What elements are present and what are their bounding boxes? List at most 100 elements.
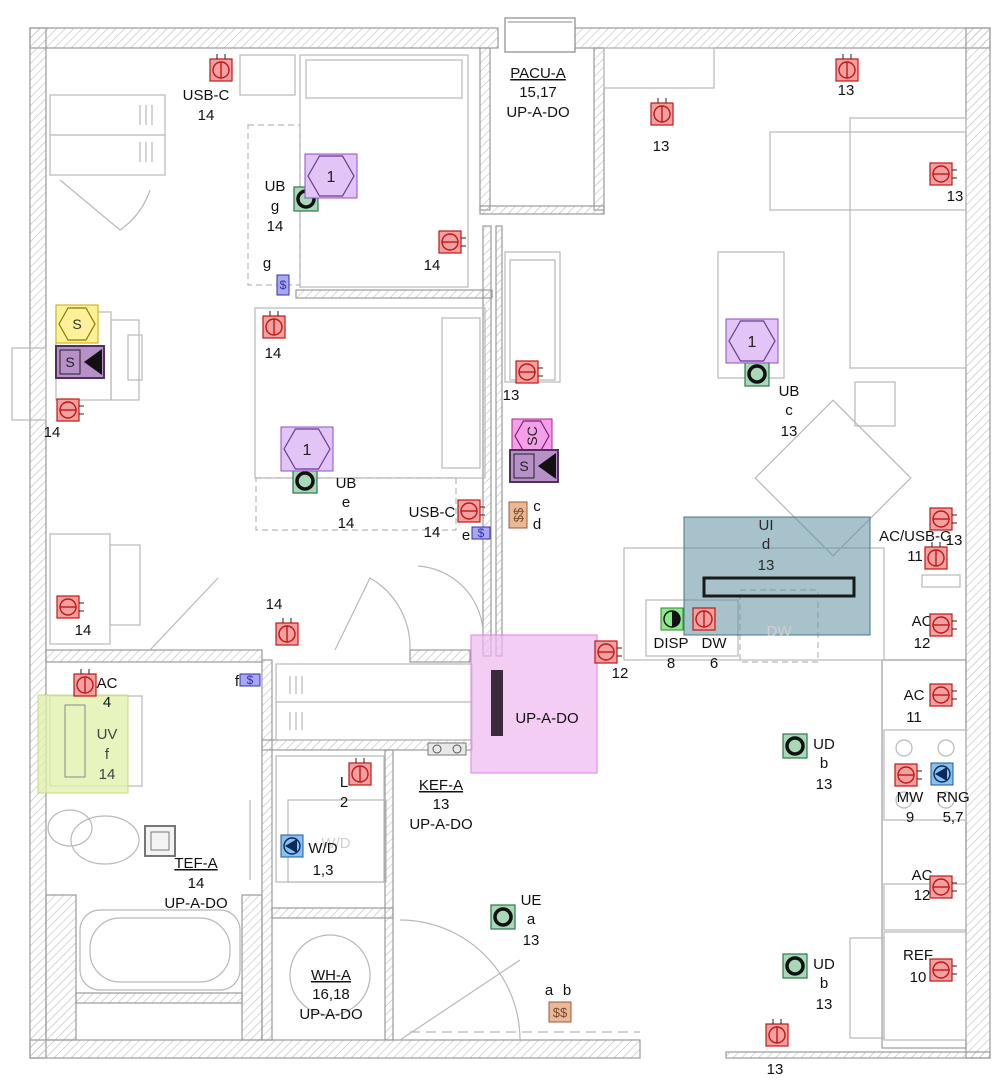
ub-g-l3: 14 — [267, 218, 284, 235]
wd-label: W/D — [308, 840, 337, 857]
pacu-circuit: 15,17 — [519, 84, 557, 101]
outlet-icon — [56, 398, 84, 422]
tef-note: UP-A-DO — [164, 895, 227, 912]
svg-text:$: $ — [478, 526, 485, 540]
outlet-icon — [275, 618, 299, 646]
ub-c-l1: UB — [779, 383, 800, 400]
wh-circuit: 16,18 — [312, 986, 350, 1003]
ac-4-circuit: 4 — [103, 694, 111, 711]
ub-e-l1: UB — [336, 475, 357, 492]
uv-f-l3: 14 — [99, 766, 116, 783]
wd-fixture-label: W/D — [321, 835, 350, 852]
ue-a-l2: a — [527, 911, 536, 928]
svg-text:$: $ — [247, 673, 254, 687]
ud-b1-l3: 13 — [816, 776, 833, 793]
circuit-top-right: 13 — [838, 82, 855, 99]
outlet-icon — [929, 162, 957, 186]
ub-c-l3: 13 — [781, 423, 798, 440]
outlets-layer — [56, 54, 957, 1047]
ub-c-l2: c — [785, 402, 793, 419]
ac-11-label: AC — [904, 687, 925, 704]
outlet-icon — [209, 54, 233, 82]
usbc-top-circuit: 14 — [198, 107, 215, 124]
outlet-icon — [929, 613, 957, 637]
ac-11-circuit: 11 — [906, 709, 922, 726]
circuit-bottom-13: 13 — [767, 1061, 784, 1078]
outlet-icon — [929, 875, 957, 899]
svg-text:1: 1 — [748, 334, 757, 351]
outlet-icon — [56, 595, 84, 619]
ue-a-l1: UE — [521, 892, 542, 909]
svg-text:1: 1 — [303, 442, 312, 459]
tags-layer: 1 1 1 — [280, 153, 779, 472]
outlet-icon — [835, 54, 859, 82]
ac-4-label: AC — [97, 675, 118, 692]
switch-f-letter: f — [235, 673, 240, 690]
outlet-icon — [262, 311, 286, 339]
circuit-bed-14: 14 — [424, 257, 441, 274]
light-fixture-icon — [782, 953, 808, 979]
ac-12b-label: AC — [912, 867, 933, 884]
ac-12a-label: AC — [912, 613, 933, 630]
disp-circuit: 8 — [667, 655, 675, 672]
pacu-name: PACU-A — [510, 65, 566, 82]
speaker-strobe-icon: S — [55, 345, 105, 379]
ud-b1-l2: b — [820, 755, 828, 772]
svg-text:S: S — [65, 354, 74, 370]
circuit-12: 12 — [612, 665, 629, 682]
switch-icon: $ — [471, 526, 491, 540]
svg-text:S: S — [519, 458, 528, 474]
switch-cd-c: c — [533, 498, 541, 515]
outlet-icon — [594, 640, 622, 664]
circuit-hall-14: 14 — [266, 596, 283, 613]
ub-g-l2: g — [271, 198, 279, 215]
switch-icon: $$ — [508, 501, 528, 529]
switch-ab-b: b — [563, 982, 571, 999]
ref-label: REF — [903, 947, 933, 964]
ud-b2-l2: b — [820, 975, 828, 992]
acusbc-circuit-11: 11 — [907, 548, 923, 565]
switch-ab-a: a — [545, 982, 554, 999]
disposal-icon — [660, 607, 684, 631]
svg-text:S: S — [72, 316, 81, 332]
kef-circuit: 13 — [433, 796, 450, 813]
wh-name: WH-A — [311, 967, 351, 984]
rng-circuit: 5,7 — [943, 809, 964, 826]
wd-circuit: 1,3 — [313, 862, 334, 879]
outlet-icon — [929, 507, 957, 531]
speaker-strobe-icon: S — [509, 449, 559, 483]
l-2-circuit: 2 — [340, 794, 348, 811]
ref-circuit: 10 — [910, 969, 927, 986]
switch-icon: $$ — [548, 1001, 572, 1023]
hexagon-tag-icon: 1 — [280, 426, 334, 472]
dishwasher-outlet-icon — [692, 607, 716, 631]
dw-circuit: 6 — [710, 655, 718, 672]
ud-b2-l3: 13 — [816, 996, 833, 1013]
ub-g-l1: UB — [265, 178, 286, 195]
ui-fixture-bar — [702, 576, 856, 598]
l-2-label: L — [340, 774, 348, 791]
kef-note: UP-A-DO — [409, 816, 472, 833]
svg-text:$$: $$ — [511, 507, 526, 522]
ui-d-l2: d — [762, 536, 770, 553]
upado-box — [470, 634, 598, 774]
upado-bar — [491, 670, 503, 736]
usbc-mid-circuit: 14 — [424, 524, 441, 541]
ud-b1-l1: UD — [813, 736, 835, 753]
outlet-icon — [765, 1019, 789, 1047]
svg-text:SC: SC — [524, 426, 540, 445]
kef-name: KEF-A — [419, 777, 463, 794]
hexagon-tag-icon: 1 — [304, 153, 358, 199]
svg-text:1: 1 — [327, 169, 336, 186]
switch-icon: $ — [276, 274, 290, 296]
light-fixture-icon — [292, 468, 318, 494]
tef-circuit: 14 — [188, 875, 205, 892]
ac-12a-circuit: 12 — [914, 635, 931, 652]
light-fixture-icon — [490, 904, 516, 930]
uv-f-l1: UV — [97, 726, 118, 743]
pacu-unit — [504, 17, 576, 53]
light-fixture-icon — [744, 361, 770, 387]
ac-12b-circuit: 12 — [914, 887, 931, 904]
outlet-icon — [929, 958, 957, 982]
